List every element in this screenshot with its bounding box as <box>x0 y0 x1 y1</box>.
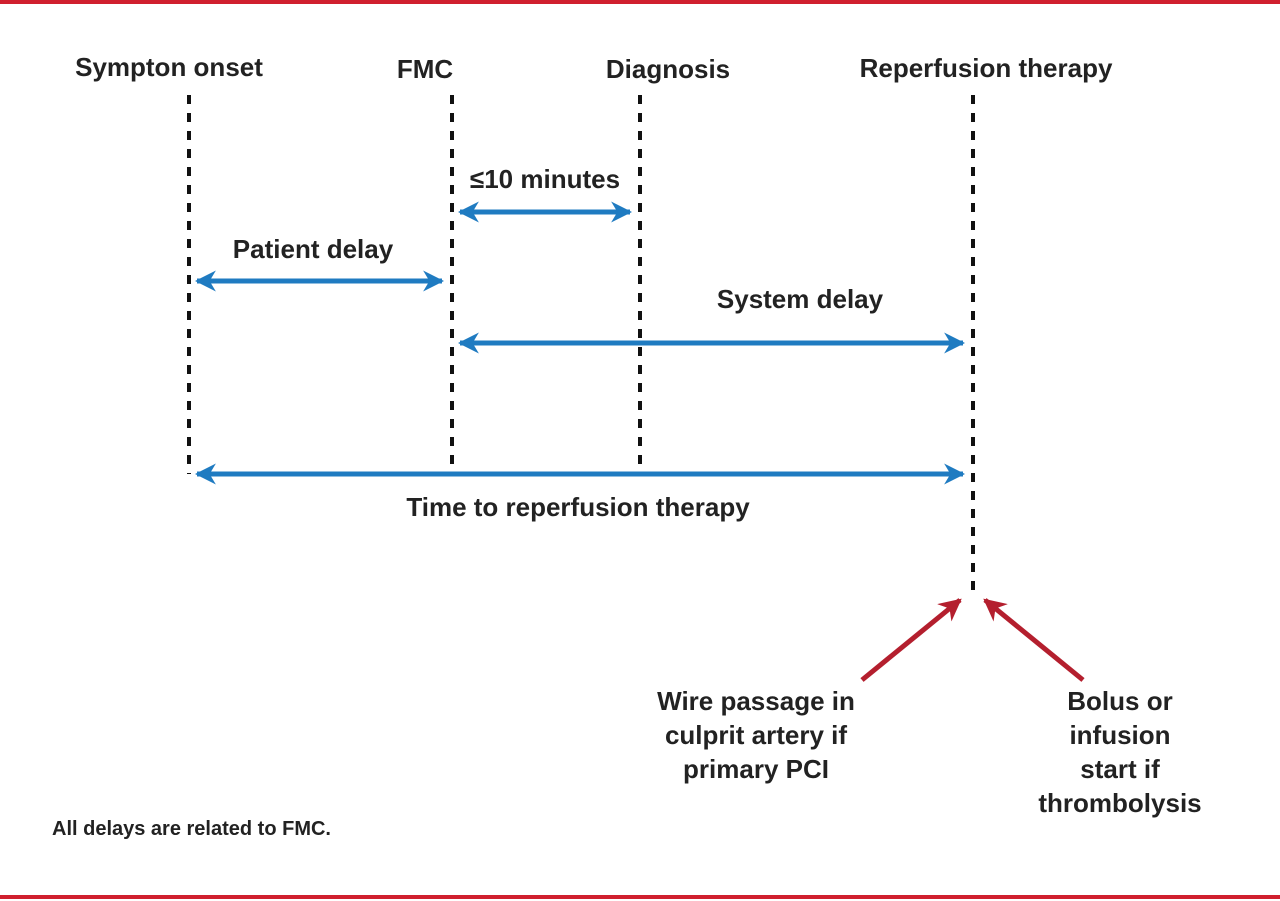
diagnosis-label: Diagnosis <box>605 54 731 84</box>
reperfusion-label: Reperfusion therapy <box>859 53 1113 83</box>
pci-endpoint-label: Wire passage in culprit artery if primar… <box>657 686 855 784</box>
fmc-label: FMC <box>396 54 454 84</box>
symptom-onset-label: Sympton onset <box>75 52 263 82</box>
patient-delay-label: Patient delay <box>232 234 394 264</box>
ten-minutes-label: ≤10 minutes <box>469 164 621 194</box>
system-delay-label: System delay <box>716 284 884 314</box>
time-to-reperfusion-label: Time to reperfusion therapy <box>406 492 750 522</box>
footnote: All delays are related to FMC. <box>52 818 331 840</box>
top-border <box>0 0 1280 4</box>
bottom-border <box>0 895 1280 899</box>
thrombolysis-pointer-arrow <box>983 598 1085 682</box>
pci-pointer-arrow <box>860 598 962 682</box>
thrombolysis-endpoint-label: Bolus or infusion start if thrombolysis <box>1038 686 1202 818</box>
